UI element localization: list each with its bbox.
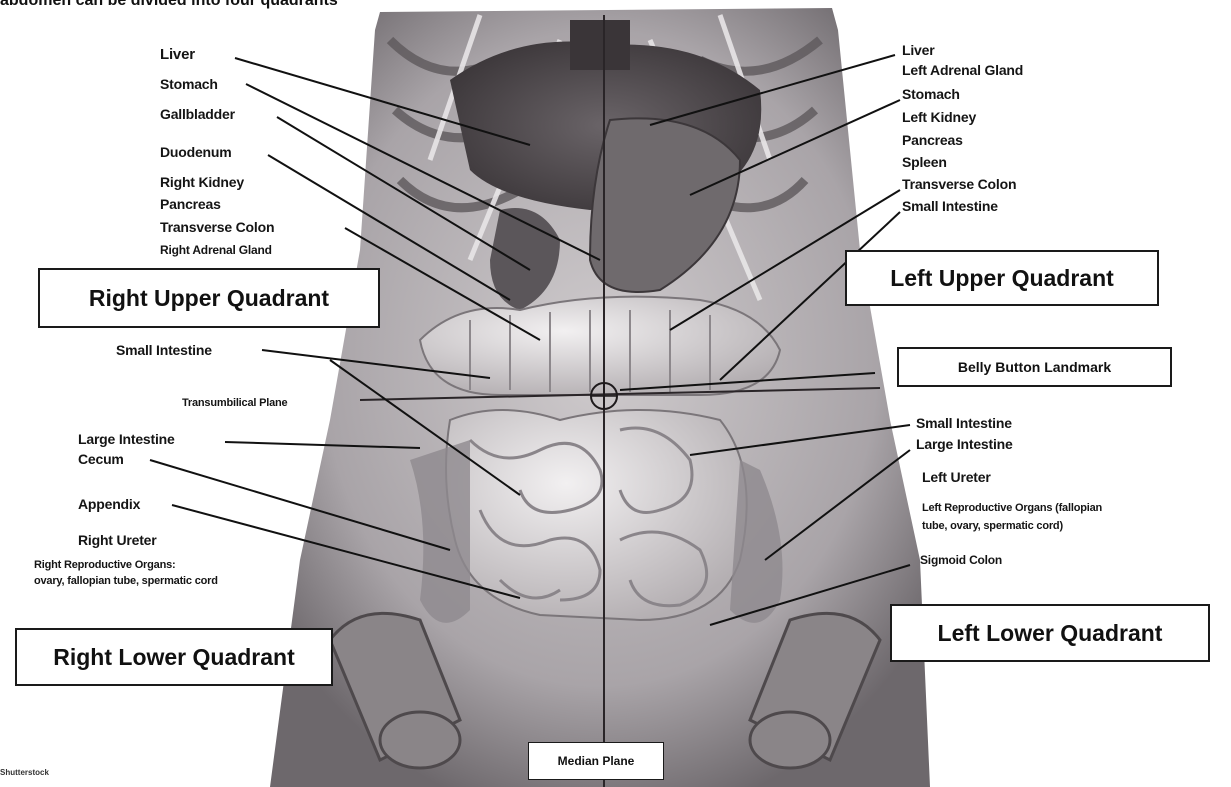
box-right-lower-quadrant: Right Lower Quadrant	[15, 628, 333, 686]
label-liver-left: Liver	[902, 42, 934, 58]
label-small-intestine-upper-left: Small Intestine	[902, 198, 998, 214]
box-median-plane: Median Plane	[528, 742, 664, 780]
label-large-intestine-right: Large Intestine	[78, 431, 175, 447]
label-transverse-colon-right: Transverse Colon	[160, 219, 274, 235]
label-small-intestine-left: Small Intestine	[916, 415, 1012, 431]
label-appendix: Appendix	[78, 496, 140, 512]
label-right-reproductive-line1: Right Reproductive Organs:	[34, 559, 175, 571]
label-left-ureter: Left Ureter	[922, 469, 991, 485]
label-gallbladder: Gallbladder	[160, 106, 235, 122]
label-small-intestine-right: Small Intestine	[116, 342, 212, 358]
label-pancreas-right: Pancreas	[160, 196, 221, 212]
box-left-lower-quadrant: Left Lower Quadrant	[890, 604, 1210, 662]
label-right-kidney: Right Kidney	[160, 174, 244, 190]
label-left-kidney: Left Kidney	[902, 109, 976, 125]
label-right-ureter: Right Ureter	[78, 532, 157, 548]
box-left-upper-quadrant: Left Upper Quadrant	[845, 250, 1159, 306]
label-liver-right: Liver	[160, 46, 195, 63]
intestines	[410, 297, 783, 623]
label-sigmoid-colon: Sigmoid Colon	[920, 553, 1002, 567]
label-left-reproductive-line1: Left Reproductive Organs (fallopian	[922, 502, 1102, 514]
image-credit: Shutterstock	[0, 768, 49, 777]
box-belly-button-landmark: Belly Button Landmark	[897, 347, 1172, 387]
label-stomach-right: Stomach	[160, 76, 218, 92]
label-transverse-colon-left: Transverse Colon	[902, 176, 1016, 192]
label-stomach-left: Stomach	[902, 86, 960, 102]
box-right-upper-quadrant: Right Upper Quadrant	[38, 268, 380, 328]
label-large-intestine-left: Large Intestine	[916, 436, 1013, 452]
label-cecum: Cecum	[78, 451, 124, 467]
label-transumbilical-plane: Transumbilical Plane	[182, 397, 287, 409]
label-left-adrenal-gland: Left Adrenal Gland	[902, 62, 1023, 78]
label-spleen: Spleen	[902, 154, 947, 170]
label-right-reproductive-line2: ovary, fallopian tube, spermatic cord	[34, 575, 218, 587]
label-duodenum: Duodenum	[160, 144, 232, 160]
label-right-adrenal-gland: Right Adrenal Gland	[160, 243, 272, 257]
label-pancreas-left: Pancreas	[902, 132, 963, 148]
label-left-reproductive-line2: tube, ovary, spermatic cord)	[922, 520, 1063, 532]
